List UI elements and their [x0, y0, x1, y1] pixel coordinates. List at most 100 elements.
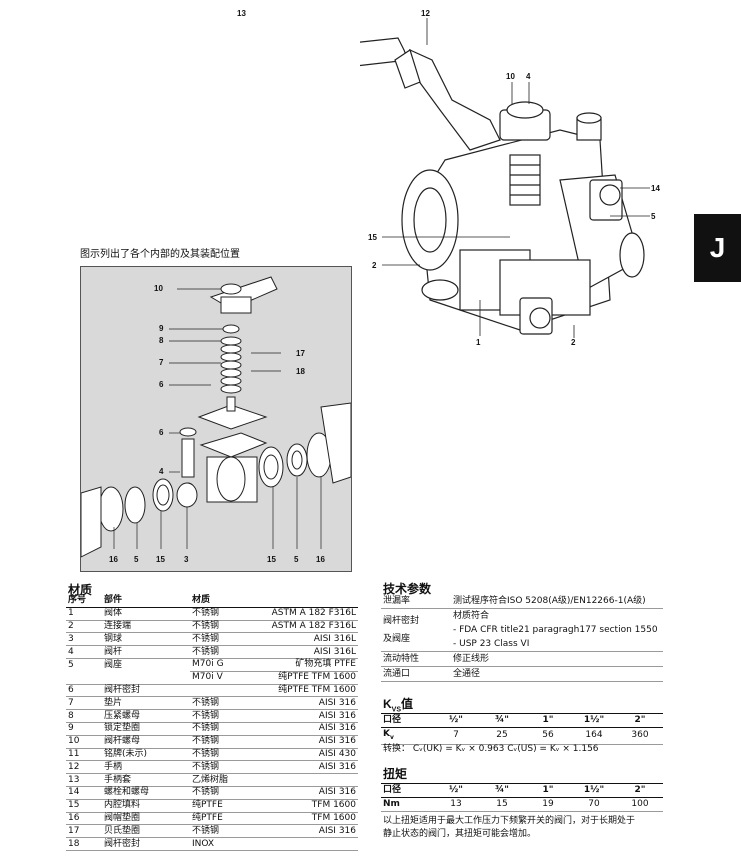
callout-14: 14: [651, 184, 660, 193]
materials-cell: 不锈钢: [190, 696, 260, 711]
materials-cell: 12: [66, 760, 102, 775]
materials-cell: 不锈钢: [190, 760, 260, 775]
materials-cell: TFM 1600: [260, 799, 358, 813]
materials-cell: 手柄: [102, 760, 190, 775]
detail-callout-4: 4: [159, 467, 164, 476]
torque-hdr-half: ½": [433, 783, 479, 798]
materials-cell: 不锈钢: [190, 645, 260, 659]
kv-value: 25: [479, 727, 525, 745]
kvs-hdr-onehalf: 1½": [571, 713, 617, 728]
torque-hdr-onehalf: 1½": [571, 783, 617, 798]
detail-callout-17: 17: [296, 349, 305, 358]
materials-cell: 4: [66, 645, 102, 659]
detail-callout-18: 18: [296, 367, 305, 376]
seal-line-1: 材质符合: [453, 611, 490, 621]
callout-2-left: 2: [372, 261, 377, 270]
materials-cell: 连接端: [102, 620, 190, 634]
materials-cell: M70i V: [190, 671, 260, 685]
materials-cell: AISI 316: [260, 760, 358, 775]
seal-line-2: - FDA CFR title21 paragragh177 section 1…: [453, 625, 658, 635]
materials-cell: ASTM A 182 F316L: [260, 607, 358, 621]
detail-callout-15a: 15: [156, 555, 165, 564]
materials-cell: 18: [66, 837, 102, 851]
materials-cell: 纯PTFE TFM 1600: [260, 671, 358, 685]
materials-cell: 7: [66, 696, 102, 711]
materials-cell: [190, 684, 260, 698]
torque-table: 口径 ½" ¾" 1" 1½" 2" Nm 13 15 19 70 100: [381, 783, 663, 812]
kvs-title: KVS值: [383, 697, 414, 714]
materials-cell: 3: [66, 632, 102, 647]
materials-cell: 10: [66, 735, 102, 749]
materials-cell: 内腔填料: [102, 799, 190, 813]
materials-cell: 钢球: [102, 632, 190, 647]
materials-cell: 铭牌(未示): [102, 748, 190, 762]
materials-cell: 6: [66, 684, 102, 698]
materials-cell: 11: [66, 748, 102, 762]
materials-cell: TFM 1600: [260, 812, 358, 826]
detail-callout-16a: 16: [109, 555, 118, 564]
materials-cell: [260, 773, 358, 787]
materials-cell: 阀体: [102, 607, 190, 621]
torque-note: 以上扭矩适用于最大工作压力下频繁开关的阀门，对于长期处于静止状态的阀门，其扭矩可…: [383, 816, 636, 839]
materials-cell: 15: [66, 799, 102, 813]
materials-cell: 垫片: [102, 696, 190, 711]
seal-line-3: - USP 23 Class VI: [451, 637, 663, 652]
materials-cell: AISI 316: [260, 786, 358, 800]
detail-callout-9: 9: [159, 324, 164, 333]
materials-cell: 贝氏垫圈: [102, 824, 190, 839]
materials-cell: AISI 316L: [260, 632, 358, 647]
callout-2-right: 2: [571, 338, 576, 347]
materials-cell: 1: [66, 607, 102, 621]
materials-cell: 13: [66, 773, 102, 787]
materials-cell: ASTM A 182 F316L: [260, 620, 358, 634]
materials-cell: AISI 316: [260, 709, 358, 723]
materials-cell: 阀杆密封: [102, 684, 190, 698]
callout-10: 10: [506, 72, 515, 81]
kvs-hdr-size: 口径: [381, 713, 433, 728]
materials-title: 材质: [68, 583, 93, 597]
kvs-table: 口径 ½" ¾" 1" 1½" 2" Kv 7 25 56 164 360: [381, 713, 663, 745]
materials-cell: 螺栓和螺母: [102, 786, 190, 800]
kvs-hdr-threequarter: ¾": [479, 713, 525, 728]
detail-callout-6a: 6: [159, 380, 164, 389]
leak-value: 测试程序符合ISO 5208(A级)/EN12266-1(A级): [451, 594, 663, 609]
materials-cell: 锁定垫圈: [102, 722, 190, 736]
materials-cell: 阀座: [104, 659, 123, 670]
materials-cell: 阀杆: [102, 645, 190, 659]
valve-assembly-drawing: [360, 18, 650, 338]
materials-cell: 不锈钢: [190, 632, 260, 647]
torque-value: 13: [433, 797, 479, 812]
materials-cell: 纯PTFE: [190, 812, 260, 826]
kvs-hdr-half: ½": [433, 713, 479, 728]
materials-cell: 不锈钢: [190, 607, 260, 621]
exploded-view-panel: 10 9 8 7 6 17 18 6 4 16 5 15 3 15 5 16: [80, 266, 352, 572]
callout-1: 1: [476, 338, 481, 347]
materials-cell: [102, 671, 190, 685]
detail-callout-16b: 16: [316, 555, 325, 564]
torque-hdr-one: 1": [525, 783, 571, 798]
materials-cell: 5: [68, 659, 74, 670]
materials-cell: [260, 837, 358, 851]
torque-value: 15: [479, 797, 525, 812]
detail-callout-8: 8: [159, 336, 164, 345]
materials-cell: 压紧螺母: [102, 709, 190, 723]
materials-cell: 矿物充填 PTFE: [260, 658, 358, 672]
detail-callout-10: 10: [154, 284, 163, 293]
leak-label: 泄漏率: [381, 594, 451, 609]
materials-cell: 不锈钢: [190, 786, 260, 800]
torque-value: 19: [525, 797, 571, 812]
tech-table: 泄漏率 测试程序符合ISO 5208(A级)/EN12266-1(A级) 阀杆密…: [381, 594, 663, 682]
kv-value: 56: [525, 727, 571, 745]
